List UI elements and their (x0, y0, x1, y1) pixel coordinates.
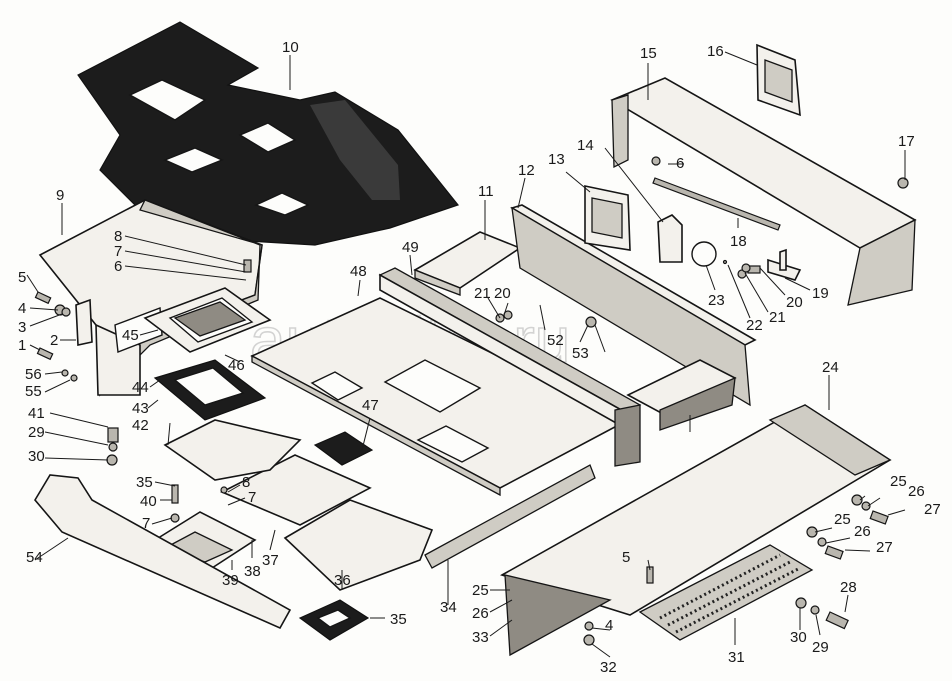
callout-9: 9 (56, 187, 64, 204)
callout-7-lower: 7 (142, 515, 150, 532)
callout-30-left: 30 (28, 448, 45, 465)
callout-12: 12 (518, 162, 535, 179)
part-15-box (610, 77, 917, 306)
part-36-pad (283, 499, 434, 591)
part-16-cover (756, 43, 801, 117)
callout-34: 34 (440, 599, 457, 616)
callout-20-left: 20 (494, 285, 511, 302)
callout-28: 28 (840, 579, 857, 596)
callout-2: 2 (50, 332, 58, 349)
callout-40: 40 (140, 493, 157, 510)
callout-51: 53 (572, 345, 589, 362)
callout-38: 38 (244, 563, 261, 580)
callout-22: 22 (746, 317, 763, 334)
callout-5-step: 5 (622, 549, 630, 566)
callout-18: 18 (730, 233, 747, 250)
callout-30-right: 30 (790, 629, 807, 646)
callout-21-left: 21 (474, 285, 491, 302)
callout-13: 13 (548, 151, 565, 168)
part-53-block (626, 359, 737, 431)
callout-26-bracket: 26 (472, 605, 489, 622)
callout-35-seal: 35 (390, 611, 407, 628)
callout-26-top: 26 (908, 483, 925, 500)
callout-31: 31 (728, 649, 745, 666)
callout-27-top: 27 (924, 501, 941, 518)
callout-48: 48 (350, 263, 367, 280)
callout-56: 56 (25, 366, 42, 383)
callout-25-mid: 25 (834, 511, 851, 528)
callout-39: 39 (222, 572, 239, 589)
callout-labels: 9 10 11 12 13 14 15 16 17 18 19 20 21 22… (18, 39, 941, 676)
part-2-bracket (75, 298, 93, 346)
callout-32: 32 (600, 659, 617, 676)
callout-5-left: 5 (18, 269, 26, 286)
callout-23: 23 (708, 292, 725, 309)
callout-27-mid: 27 (876, 539, 893, 556)
callout-41: 41 (28, 405, 45, 422)
callout-25-top: 25 (890, 473, 907, 490)
callout-6-box: 6 (676, 155, 684, 172)
callout-19: 19 (812, 285, 829, 302)
callout-24: 24 (822, 359, 839, 376)
callout-26-mid: 26 (854, 523, 871, 540)
callout-16: 16 (707, 43, 724, 60)
callout-55: 55 (25, 383, 42, 400)
callout-36: 36 (334, 572, 351, 589)
part-34-strip (424, 464, 596, 569)
part-49-rail (378, 267, 642, 467)
callout-46: 46 (228, 357, 245, 374)
callout-54: 54 (26, 549, 43, 566)
callout-43: 43 (132, 400, 149, 417)
callout-49: 49 (402, 239, 419, 256)
callout-7-upper: 7 (114, 243, 122, 260)
part-10-floor-mat (77, 21, 460, 246)
part-19-bracket (767, 248, 802, 281)
part-35-seal (298, 599, 370, 641)
callout-1: 1 (18, 337, 26, 354)
callout-21-right: 21 (769, 309, 786, 326)
part-45-46-frame (143, 287, 272, 353)
callout-35-bolt: 35 (136, 474, 153, 491)
callout-6-upper: 6 (114, 258, 122, 275)
callout-7-pad: 7 (248, 489, 256, 506)
part-33-bracket (504, 574, 612, 657)
part-13-cover (584, 185, 631, 251)
part-18-rod (652, 177, 781, 231)
callout-11: 11 (478, 183, 494, 200)
callout-50: 52 (547, 332, 564, 349)
callout-45: 45 (122, 327, 139, 344)
callout-4-left: 4 (18, 300, 26, 317)
callout-37: 37 (262, 552, 279, 569)
callout-4-step: 4 (605, 617, 613, 634)
callout-8-upper: 8 (114, 228, 122, 245)
part-42-pad (163, 419, 302, 481)
callout-10: 10 (282, 39, 299, 56)
callout-20-right: 20 (786, 294, 803, 311)
callout-15: 15 (640, 45, 657, 62)
callout-42: 42 (132, 417, 149, 434)
callout-29-right: 29 (812, 639, 829, 656)
part-38-39-cover (153, 511, 257, 569)
callout-47: 47 (362, 397, 379, 414)
callout-3: 3 (18, 319, 26, 336)
callout-33: 33 (472, 629, 489, 646)
part-31-grille (638, 544, 814, 641)
leader-lines (26, 51, 906, 658)
callout-8-lower: 8 (242, 474, 250, 491)
part-43-seal (153, 359, 267, 421)
callout-29-left: 29 (28, 424, 45, 441)
callout-25-bracket: 25 (472, 582, 489, 599)
callout-17: 17 (898, 133, 915, 150)
part-14-latch (657, 214, 717, 267)
part-54-sill (34, 474, 292, 630)
callout-14: 14 (577, 137, 594, 154)
callout-44: 44 (132, 379, 149, 396)
